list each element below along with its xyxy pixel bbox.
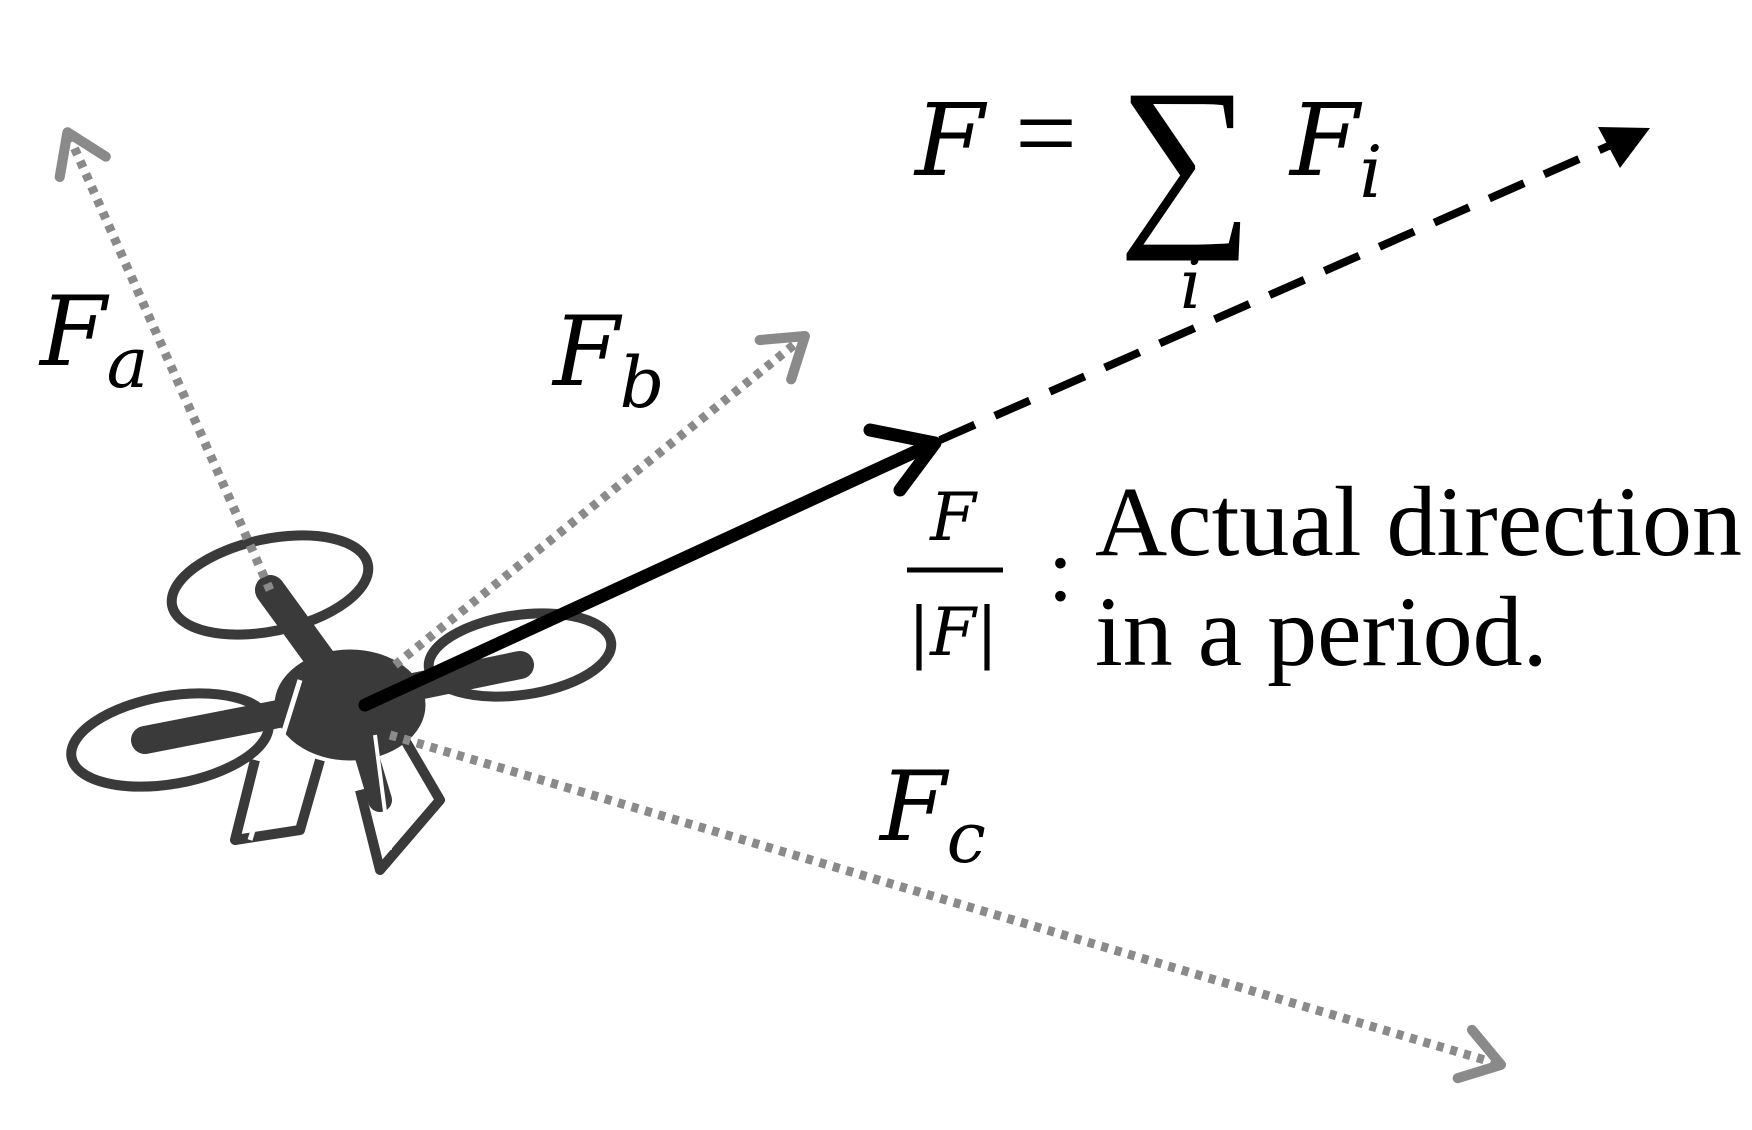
fraction-numerator: F <box>929 479 978 556</box>
unit-direction-arrow <box>358 438 937 712</box>
force-b-label: Fb <box>551 296 664 424</box>
sum-index: i <box>1180 246 1202 325</box>
resultant-sum-formula: F = ∑ i Fi <box>913 52 1382 325</box>
unit-vector-fraction: F |F| : <box>907 479 1073 671</box>
force-a-arrow <box>54 127 275 592</box>
description-line-2: in a period. <box>1095 576 1548 687</box>
sum-term: F <box>1288 82 1363 199</box>
svg-text:Fi: Fi <box>1288 82 1382 214</box>
sum-sigma: ∑ <box>1118 52 1253 262</box>
fraction-colon: : <box>1048 521 1073 620</box>
quadcopter-drone-icon <box>66 530 617 875</box>
force-c-arrow <box>388 730 1507 1084</box>
sum-term-sub: i <box>1359 130 1382 214</box>
force-a-label: Fa <box>38 276 148 404</box>
resultant-force-arrow <box>938 126 1647 444</box>
sum-equals: = <box>1015 72 1077 194</box>
fraction-denominator: |F| <box>908 594 998 671</box>
force-c-label: Fc <box>878 751 986 879</box>
force-b-arrow <box>392 331 810 669</box>
sum-lhs: F <box>913 82 988 199</box>
resultant-force-arrowhead <box>1598 127 1650 168</box>
description-line-1: Actual direction <box>1095 466 1742 577</box>
unit-direction-arrowhead <box>863 423 942 497</box>
